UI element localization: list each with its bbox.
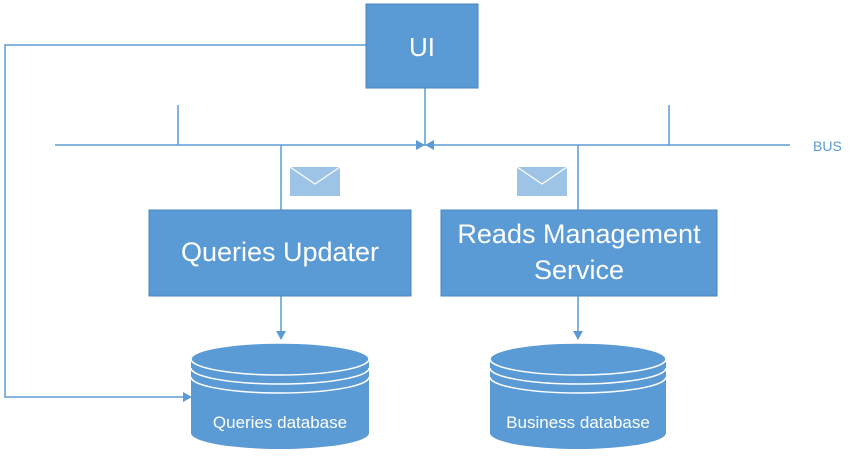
queries-updater-box: Queries Updater [148,209,412,297]
queries-updater-to-db-connector [276,296,286,340]
queries-updater-label: Queries Updater [181,237,379,267]
arrow-head-icon [276,331,286,340]
queries-database-label: Queries database [213,413,347,432]
arrow-head-icon [416,140,425,150]
arrow-head-icon [573,331,583,340]
reads-management-to-db-connector [573,296,583,340]
business-database-label: Business database [506,413,650,432]
queries-database-cylinder: Queries database [190,342,370,449]
envelope-icon [516,166,568,196]
arrow-head-icon [425,140,434,150]
ui-to-queries-db-line [4,44,366,398]
envelope-icon [289,166,341,196]
reads-management-label-line2: Service [534,255,624,285]
arrow-head-icon [183,392,192,402]
bus-label: BUS [813,138,842,154]
ui-to-queries-db-connector [4,44,366,402]
reads-management-service-box: Reads Management Service [440,209,718,297]
business-database-cylinder: Business database [489,342,667,449]
reads-management-label-line1: Reads Management [457,219,701,249]
ui-label: UI [409,32,435,62]
bus: BUS [55,138,842,154]
ui-box: UI [365,3,479,89]
ui-bus-connector [416,88,434,150]
